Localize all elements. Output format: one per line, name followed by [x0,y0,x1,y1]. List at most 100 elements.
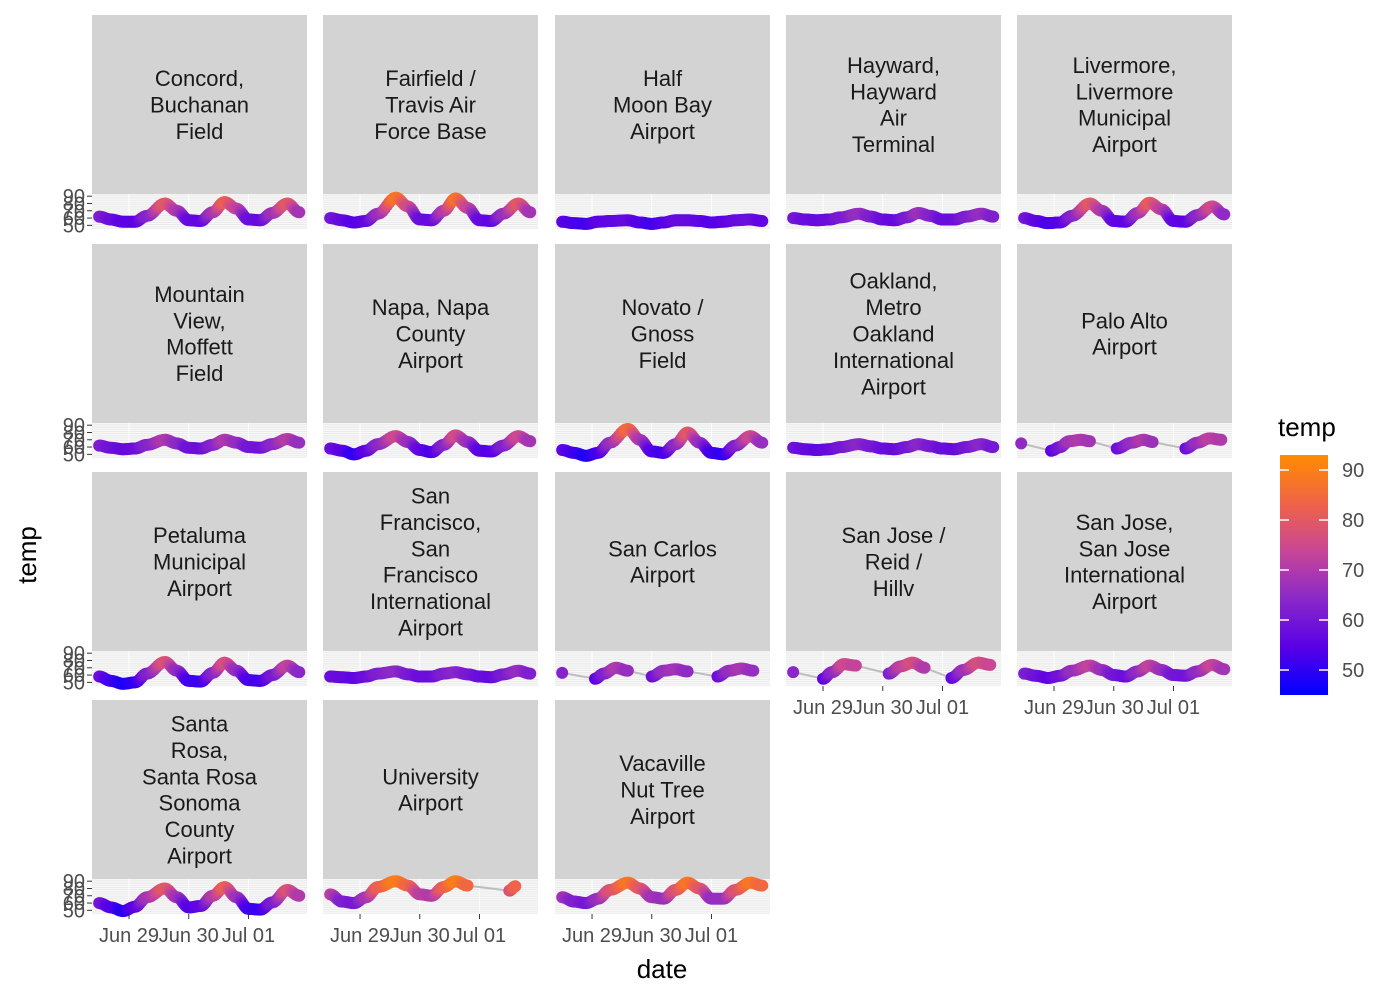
temp-point [1218,663,1231,676]
x-axis-title: date [637,954,688,984]
temp-point [461,879,474,892]
temp-points [556,213,769,230]
temp-point [918,661,931,674]
temp-point [747,664,760,677]
temp-points [324,664,537,684]
temp-points [787,438,1000,456]
temp-point [787,666,800,679]
x-tick-label: Jul 01 [916,697,969,719]
legend-tick-label: 90 [1342,460,1364,482]
x-tick-label: Jun 30 [390,925,450,947]
y-tick-label: 50 [63,672,85,694]
temp-points [93,196,306,228]
temp-points [1018,196,1231,230]
legend-tick-label: 50 [1342,660,1364,682]
temp-points [556,876,769,910]
facet-strip [323,15,538,194]
facet-strip [786,472,1001,651]
y-tick-label: 70 [63,430,85,452]
temp-point [524,206,537,219]
y-tick-label: 50 [63,444,85,466]
y-tick-label: 60 [63,665,85,687]
y-tick-label: 70 [63,886,85,908]
facet-strip [323,700,538,879]
x-tick-label: Jun 30 [853,697,913,719]
x-tick-label: Jul 01 [453,925,506,947]
x-tick-label: Jul 01 [1147,697,1200,719]
temp-point [293,206,306,219]
temp-points [93,881,306,918]
y-tick-label: 60 [63,893,85,915]
legend-colorbar [1280,455,1328,695]
temp-points [1018,658,1231,684]
legend-tick-label: 60 [1342,610,1364,632]
facet-strip [1017,244,1232,423]
facet-strip [555,472,770,651]
temp-point [621,664,634,677]
facet-strip [1017,472,1232,651]
temp-point [756,214,769,227]
x-tick-label: Jun 29 [793,697,853,719]
x-tick-label: Jun 30 [1084,697,1144,719]
temp-points [324,875,522,910]
temp-points [787,656,997,685]
temp-point [293,666,306,679]
temp-point [849,659,862,672]
temp-points [1015,432,1228,457]
y-axis-title: temp [12,526,42,584]
temp-point [987,441,1000,454]
temp-point [1215,433,1228,446]
facet-strip [92,700,307,879]
y-tick-label: 90 [63,415,85,437]
x-tick-label: Jun 29 [562,925,622,947]
y-tick-label: 80 [63,878,85,900]
facet-strip [92,15,307,194]
y-tick-label: 90 [63,643,85,665]
facet-strip-label: San Jose /Reid /Hillv [842,523,947,601]
temp-point [293,889,306,902]
facet-strip [786,15,1001,194]
x-tick-label: Jul 01 [222,925,275,947]
y-tick-label: 90 [63,871,85,893]
temp-points [324,191,537,229]
temp-point [984,658,997,671]
temp-point [756,436,769,449]
temp-points [324,429,537,461]
y-tick-label: 50 [63,900,85,922]
temp-point [681,665,694,678]
y-tick-label: 80 [63,422,85,444]
y-tick-label: 70 [63,201,85,223]
temp-point [1218,208,1231,221]
facet-strip [555,244,770,423]
temp-point [524,667,537,680]
